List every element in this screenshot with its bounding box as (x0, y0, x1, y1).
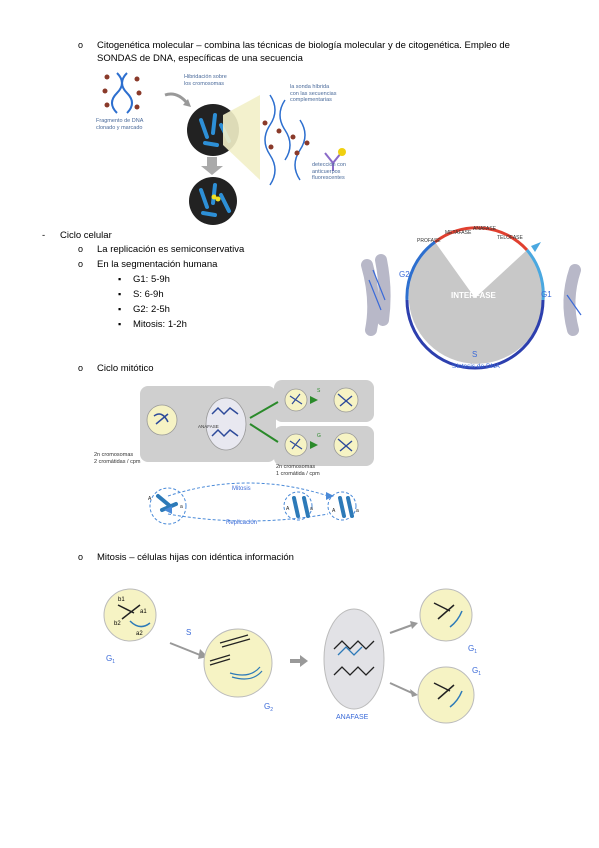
bullet-square: ▪ (118, 289, 122, 299)
chromosome-g2-icon (361, 254, 391, 336)
bullet-square: ▪ (118, 319, 122, 329)
gene-b2: b2 (114, 621, 121, 627)
allele-a-big-1: A (148, 496, 152, 502)
bullet-o: o (78, 363, 84, 373)
gene-a1: a1 (140, 609, 147, 615)
phase-mitosis: Mitosis: 1-2h (133, 319, 187, 330)
label-metafase: METAFASE (445, 230, 472, 236)
mitosis-label: Mitosis (232, 486, 251, 492)
label-g1-bottom: G1 (472, 666, 481, 677)
label-anafase: ANAFASE (473, 226, 497, 232)
label-interfase: INTERFASE (451, 291, 497, 300)
item-citogenetica-line2: SONDAS de DNA, específicas de una secuen… (97, 53, 303, 64)
label-telofase: TELOFASE (497, 235, 524, 241)
item-ciclo-mitotico: Ciclo mitótico (97, 363, 154, 374)
mitotic-s-label: S (317, 388, 321, 394)
allele-a-big-2: A (286, 506, 290, 512)
bullet-square: ▪ (118, 274, 122, 284)
mitotic-g-label: G (317, 433, 321, 439)
label-profase: PROFASE (417, 238, 441, 244)
allele-a-small-3: a (356, 508, 359, 514)
allele-a-small-1: a (180, 504, 183, 510)
bullet-o: o (78, 40, 84, 50)
gene-b1: b1 (118, 597, 125, 603)
replicacion-label: Replicación (226, 520, 257, 526)
label-s: S (472, 350, 477, 359)
item-mitosis: Mitosis – células hijas con idéntica inf… (97, 552, 294, 563)
item-citogenetica-line1: Citogenética molecular – combina las téc… (97, 40, 510, 51)
phase-s: S: 6-9h (133, 289, 164, 300)
label-g1-top: G1 (468, 644, 477, 655)
fish-figure (102, 72, 346, 225)
cell-cycle-figure: PROFASE METAFASE ANAFASE TELOFASE MITOSI… (361, 226, 582, 370)
bullet-square: ▪ (118, 304, 122, 314)
allele-a-big-3: A (332, 508, 336, 514)
label-sintesis: Síntesis de DNA (452, 363, 500, 370)
item-replicacion: La replicación es semiconservativa (97, 244, 245, 255)
mitotic-anafase-label: ANAFASE (198, 424, 219, 429)
mitotic-cycle-figure: ANAFASE S G Mitosis Replicación A A A a … (140, 380, 374, 526)
gene-a2: a2 (136, 631, 143, 637)
phase-g1: G1: 5-9h (133, 274, 170, 285)
allele-a-small-2: a (310, 506, 313, 512)
chromosome-g1-icon (563, 264, 582, 336)
label-g1: G1 (541, 290, 552, 299)
mitosis-figure: b1 b2 a1 a2 G1 S G2 ANAFASE G1 G1 (103, 588, 481, 724)
label-g1-left: G1 (106, 654, 115, 665)
label-g2-bottom: G2 (264, 702, 273, 713)
dash-bullet: - (42, 230, 46, 241)
phase-g2: G2: 2-5h (133, 304, 170, 315)
item-segmentacion: En la segmentación humana (97, 259, 218, 270)
label-mitosis: MITOSIS (457, 255, 490, 264)
bullet-o: o (78, 259, 84, 269)
bullet-o: o (78, 244, 84, 254)
label-s-bottom: S (186, 628, 191, 637)
bullet-o: o (78, 552, 84, 562)
label-g2: G2 (399, 270, 410, 279)
label-anafase-bottom: ANAFASE (336, 714, 369, 721)
heading-ciclo-celular: Ciclo celular (60, 230, 112, 241)
dna-fragment-icon (102, 72, 142, 114)
